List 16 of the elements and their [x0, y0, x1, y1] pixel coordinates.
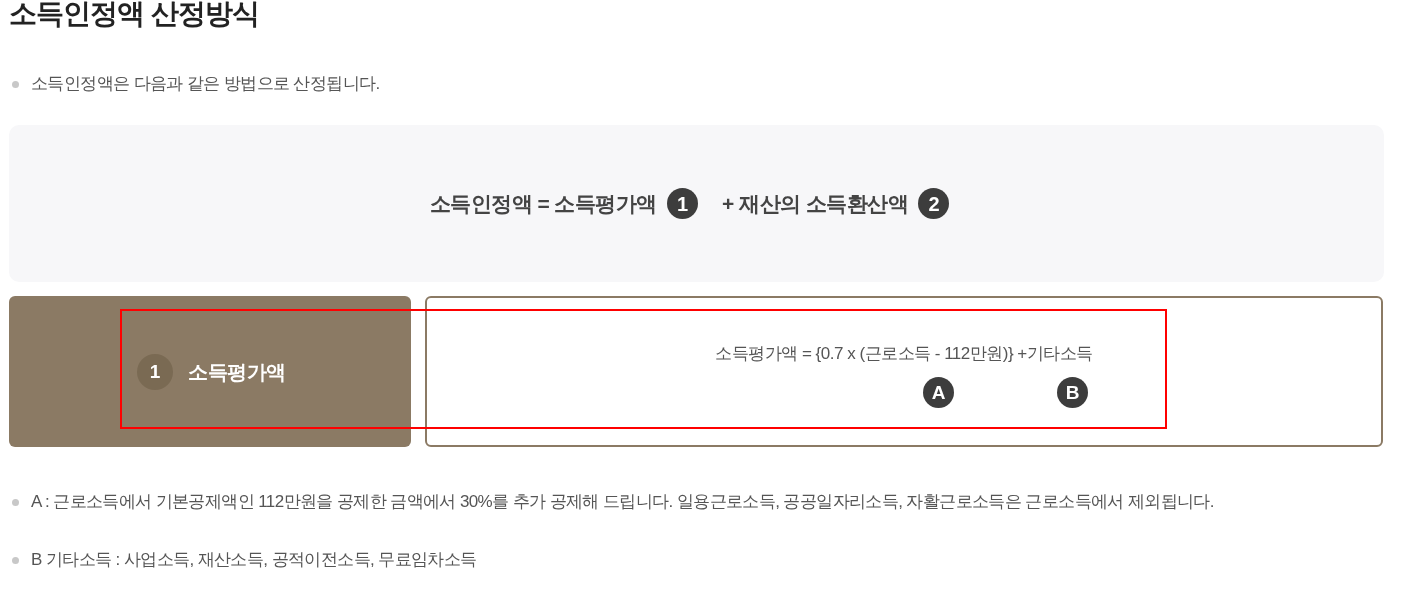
note-text: B 기타소득 : 사업소득, 재산소득, 공적이전소득, 무료임차소득 — [31, 549, 477, 571]
category-box — [9, 296, 411, 447]
letter-badge: A — [923, 377, 954, 408]
number-badge: 2 — [918, 188, 950, 219]
note-text: A : 근로소득에서 기본공제액인 112만원을 공제한 금액에서 30%를 추가 공제해 드립니다. 일용근로소득, 공공일자리소득, 자활근로소득은 근로소득에서 제외됩니다. — [31, 491, 1214, 513]
formula-text: + 재산의 소득환산액 — [722, 190, 909, 217]
formula-text: 소득인정액 = 소득평가액 — [429, 190, 657, 217]
formula-panel — [9, 125, 1384, 282]
note-text: 소득인정액은 다음과 같은 방법으로 산정됩니다. — [31, 73, 380, 95]
number-badge: 1 — [137, 353, 173, 390]
letter-badge: B — [1057, 377, 1088, 408]
formula-box — [425, 296, 1383, 447]
page-title: 소득인정액 산정방식 — [9, 0, 259, 31]
number-badge: 1 — [667, 188, 698, 219]
category-title: 소득평가액 — [188, 359, 286, 385]
formula-text: 소득평가액 = {0.7 x (근로소득 - 112만원)} +기타소득 — [715, 343, 1093, 365]
